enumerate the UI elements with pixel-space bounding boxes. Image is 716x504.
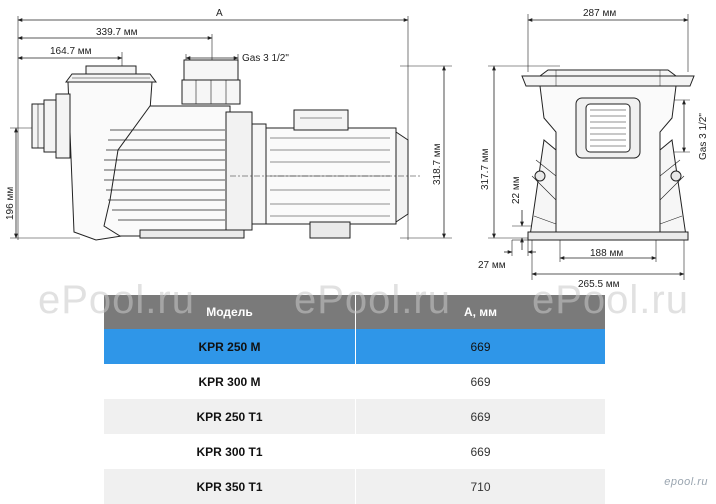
table-row: KPR 250 M 669 [104,329,606,364]
table-row: KPR 350 T1 710 [104,469,606,504]
dim-188-label: 188 мм [590,248,623,259]
dim-gas-left-label: Gas 3 1/2" [242,53,289,64]
table-row: KPR 300 M 669 [104,364,606,399]
dim-164-label: 164.7 мм [50,46,92,57]
epool-logo[interactable]: epool.ru [664,476,708,488]
column-header-a: А, мм [355,295,606,329]
a-value-cell: 710 [355,469,606,504]
table-row: KPR 300 T1 669 [104,434,606,469]
dim-287-label: 287 мм [583,8,616,19]
dim-196-label: 196 мм [5,187,16,220]
front-view [488,14,695,280]
model-cell: KPR 250 T1 [104,399,356,434]
dim-gas-right-label: Gas 3 1/2" [698,113,709,160]
dim-265-label: 265.5 мм [578,279,620,290]
dim-317-label: 317.7 мм [480,148,491,190]
model-cell: KPR 300 T1 [104,434,356,469]
dim-27-label: 27 мм [478,260,506,271]
a-value-cell: 669 [355,399,606,434]
a-value-cell: 669 [355,364,606,399]
dim-339-label: 339.7 мм [96,27,138,38]
side-view [10,16,452,241]
pump-dimension-drawing: A 339.7 мм 164.7 мм Gas 3 1/2" 196 мм 31… [5,8,709,290]
model-cell: KPR 250 M [104,329,356,364]
dim-318-label: 318.7 мм [432,143,443,185]
a-value-cell: 669 [355,434,606,469]
table-header-row: Модель А, мм [104,295,606,329]
model-cell: KPR 300 M [104,364,356,399]
a-value-cell: 669 [355,329,606,364]
model-dimensions-table: Модель А, мм KPR 250 M 669 KPR 300 M 669… [104,295,606,504]
dim-a-label: A [216,8,223,19]
table-row: KPR 250 T1 669 [104,399,606,434]
column-header-model: Модель [104,295,356,329]
dim-22-label: 22 мм [511,176,522,204]
model-cell: KPR 350 T1 [104,469,356,504]
